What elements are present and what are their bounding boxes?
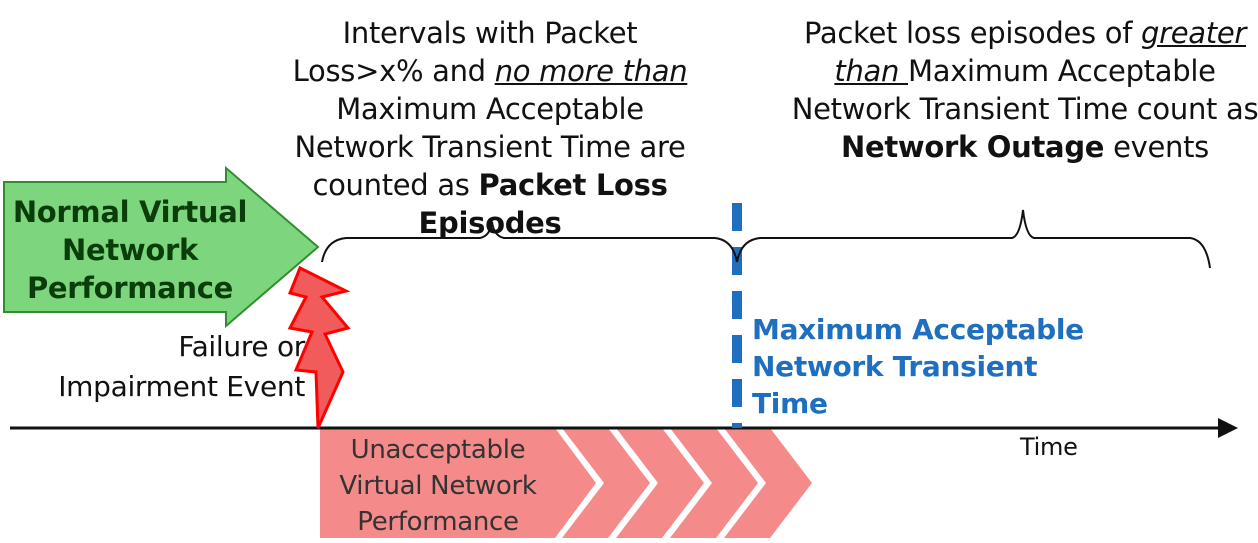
network-outage-brace (736, 209, 1211, 269)
chevron-5 (724, 428, 812, 538)
lightning-bolt-icon (287, 265, 351, 429)
max-transient-line1: Maximum Acceptable (752, 313, 1084, 346)
failure-event-label: Failure or Impairment Event (58, 327, 305, 407)
normal-performance-label: Normal Virtual Network Performance (8, 193, 252, 307)
no-more-than-emphasis: no more than (494, 54, 688, 88)
network-outage-note: Packet loss episodes of greater than Max… (790, 14, 1258, 166)
episodes-term: Episodes (418, 206, 562, 240)
unacceptable-performance-label: Unacceptable Virtual Network Performance (322, 432, 554, 540)
chevron-1 (320, 428, 596, 538)
packet-loss-term: Packet Loss (478, 168, 668, 202)
outage-note-line2: Maximum Acceptable (908, 54, 1216, 88)
packet-loss-note-line2: Loss>x% and (292, 54, 495, 88)
outage-note-line4: events (1104, 130, 1209, 164)
normal-label-line2: Network (61, 233, 198, 267)
failure-label-line2: Impairment Event (58, 370, 305, 403)
chevron-3 (616, 428, 704, 538)
outage-note-line3: Network Transient Time count as (791, 92, 1258, 126)
normal-label-line1: Normal Virtual (12, 195, 248, 229)
greater-emphasis: greater (1141, 16, 1247, 50)
packet-loss-note-line3: Maximum Acceptable (336, 92, 644, 126)
outage-note-line1: Packet loss episodes of (803, 16, 1142, 50)
time-axis (10, 418, 1238, 438)
failure-label-line1: Failure or (178, 330, 305, 363)
packet-loss-note-line5: counted as (312, 168, 479, 202)
packet-loss-episode-note: Intervals with Packet Loss>x% and no mor… (275, 14, 705, 242)
packet-loss-note-line4: Network Transient Time are (294, 130, 686, 164)
unacceptable-chevron-band (320, 428, 812, 538)
packet-loss-episode-brace (321, 221, 738, 263)
time-axis-arrowhead (1218, 418, 1238, 438)
unacceptable-line2: Virtual Network (339, 471, 537, 501)
packet-loss-note-line1: Intervals with Packet (342, 16, 638, 50)
normal-label-line3: Performance (26, 271, 234, 305)
normal-performance-arrow (3, 165, 320, 329)
chevron-4 (670, 428, 758, 538)
unacceptable-line3: Performance (357, 507, 519, 537)
network-outage-term: Network Outage (841, 130, 1105, 164)
chevron-2 (562, 428, 650, 538)
unacceptable-line1: Unacceptable (350, 435, 526, 465)
time-axis-label: Time (1020, 433, 1078, 461)
max-transient-label: Maximum Acceptable Network Transient Tim… (752, 311, 1084, 422)
max-transient-line2: Network Transient (752, 350, 1038, 383)
max-transient-line3: Time (752, 387, 828, 420)
than-emphasis: than (834, 54, 908, 88)
